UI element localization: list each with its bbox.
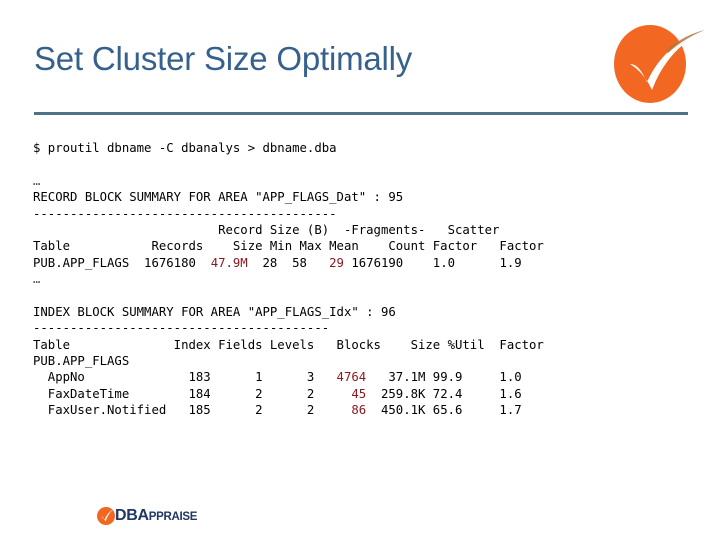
console-line: Record Size (B) -Fragments- Scatter <box>33 222 500 237</box>
console-text: 259.8K 72.4 1.6 <box>366 386 522 401</box>
console-text: PUB.APP_FLAGS 1676180 <box>33 255 211 270</box>
console-line <box>33 156 713 172</box>
console-line: RECORD BLOCK SUMMARY FOR AREA "APP_FLAGS… <box>33 190 404 205</box>
highlighted-value: 47.9M <box>210 255 248 270</box>
console-text: 28 58 <box>247 255 330 270</box>
console-line: PUB.APP_FLAGS 1676180 47.9M 28 58 29 167… <box>33 255 713 271</box>
console-line: $ proutil dbname -C dbanalys > dbname.db… <box>33 141 337 155</box>
console-line: FaxDateTime 184 2 2 45 259.8K 72.4 1.6 <box>33 386 713 402</box>
console-text: FaxDateTime 184 2 2 <box>33 386 352 401</box>
console-output: $ proutil dbname -C dbanalys > dbname.db… <box>33 140 713 419</box>
wordmark-appraise: PPRAISE <box>148 511 198 523</box>
console-line: INDEX BLOCK SUMMARY FOR AREA "APP_FLAGS_… <box>33 304 396 319</box>
wordmark-db: DBA <box>115 507 149 524</box>
console-text: FaxUser.Notified 185 2 2 <box>33 403 352 418</box>
highlighted-value: 4764 <box>336 370 367 385</box>
console-line: Table Records Size Min Max Mean Count Fa… <box>33 239 544 254</box>
console-text: 37.1M 99.9 1.0 <box>366 370 522 385</box>
title-divider <box>34 112 688 115</box>
console-line <box>33 288 713 304</box>
highlighted-value: 86 <box>351 403 367 418</box>
console-ellipsis: … <box>33 272 41 287</box>
orange-check-circle-icon <box>97 507 115 525</box>
console-line: ----------------------------------------… <box>33 206 337 221</box>
console-line: FaxUser.Notified 185 2 2 86 450.1K 65.6 … <box>33 402 713 418</box>
highlighted-value: 45 <box>351 386 367 401</box>
highlighted-value: 29 <box>329 255 344 270</box>
console-line: PUB.APP_FLAGS <box>33 354 130 369</box>
page-title: Set Cluster Size Optimally <box>34 40 413 77</box>
console-line: ---------------------------------------- <box>33 321 330 336</box>
slide-header: Set Cluster Size Optimally <box>0 0 720 120</box>
console-line: Table Index Fields Levels Blocks Size %U… <box>33 337 544 352</box>
orange-check-circle-icon <box>614 25 705 103</box>
console-text: AppNo 183 1 3 <box>33 370 337 385</box>
console-line: AppNo 183 1 3 4764 37.1M 99.9 1.0 <box>33 369 713 385</box>
console-text: 1676190 1.0 1.9 <box>343 255 522 270</box>
console-ellipsis: … <box>33 173 41 188</box>
console-text: 450.1K 65.6 1.7 <box>366 403 522 418</box>
